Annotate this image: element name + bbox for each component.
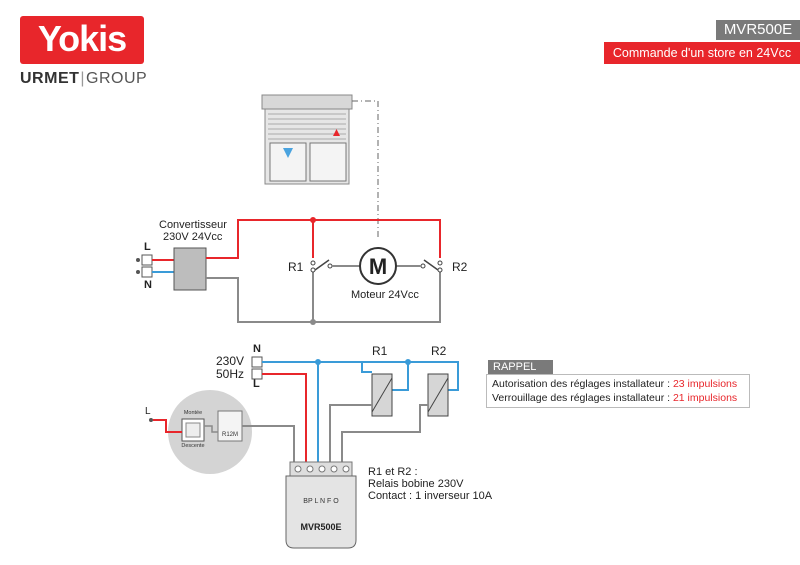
relay-note-1: R1 et R2 :: [368, 466, 418, 478]
relay-r1-contact: [310, 248, 333, 273]
rappel-title: RAPPEL: [488, 360, 553, 374]
model-title: MVR500E: [716, 20, 800, 40]
svg-text:BP L N F O: BP L N F O: [303, 498, 339, 505]
svg-text:M: M: [369, 254, 387, 279]
rappel-line-2: Verrouillage des réglages installateur :…: [492, 392, 738, 404]
top-r1-label: R1: [288, 260, 304, 274]
top-r2-label: R2: [452, 260, 468, 274]
top-l-label: L: [144, 241, 151, 253]
svg-text:MVR500E: MVR500E: [300, 522, 341, 532]
relay-r1-coil: [371, 373, 393, 417]
top-terminal-block: [136, 254, 153, 278]
up-arrow-icon: [333, 129, 340, 136]
converter-voltage-label: 230V 24Vcc: [163, 231, 223, 243]
bottom-r2-label: R2: [431, 344, 447, 358]
relay-r2-coil: [427, 373, 449, 417]
relay-r2-contact: [420, 248, 443, 273]
switch-up-label: Montée: [184, 410, 202, 416]
yokis-logo: Yokis: [20, 16, 144, 64]
urmet-group-logo: URMET|GROUP: [20, 70, 148, 87]
voltage-label: 230V: [216, 354, 245, 368]
shutter-illustration: [261, 94, 353, 185]
motor-symbol: M: [359, 247, 397, 285]
frequency-label: 50Hz: [216, 367, 245, 381]
motor-label: Moteur 24Vcc: [351, 289, 419, 301]
relay-note-3: Contact : 1 inverseur 10A: [368, 490, 493, 502]
r12m-label: R12M: [222, 432, 238, 438]
bottom-terminal-block: [251, 356, 263, 380]
r12m-module: [217, 410, 243, 442]
bottom-l-label: L: [253, 378, 260, 390]
top-n-label: N: [144, 279, 152, 291]
converter-label: Convertisseur: [159, 219, 227, 231]
page-subtitle: Commande d'un store en 24Vcc: [604, 42, 800, 64]
mvr500e-module: BP L N F O MVR500E: [285, 461, 357, 549]
converter-box: [173, 247, 207, 291]
switch-down-label: Descente: [181, 443, 204, 449]
switch-l-label: L: [145, 406, 151, 417]
relay-note-2: Relais bobine 230V: [368, 478, 464, 490]
rappel-box: Autorisation des réglages installateur :…: [486, 374, 750, 408]
rappel-line-1: Autorisation des réglages installateur :…: [492, 378, 738, 390]
logo-text: Yokis: [37, 18, 127, 59]
down-arrow-icon: [283, 148, 293, 158]
bottom-n-label: N: [253, 343, 261, 355]
bottom-r1-label: R1: [372, 344, 388, 358]
